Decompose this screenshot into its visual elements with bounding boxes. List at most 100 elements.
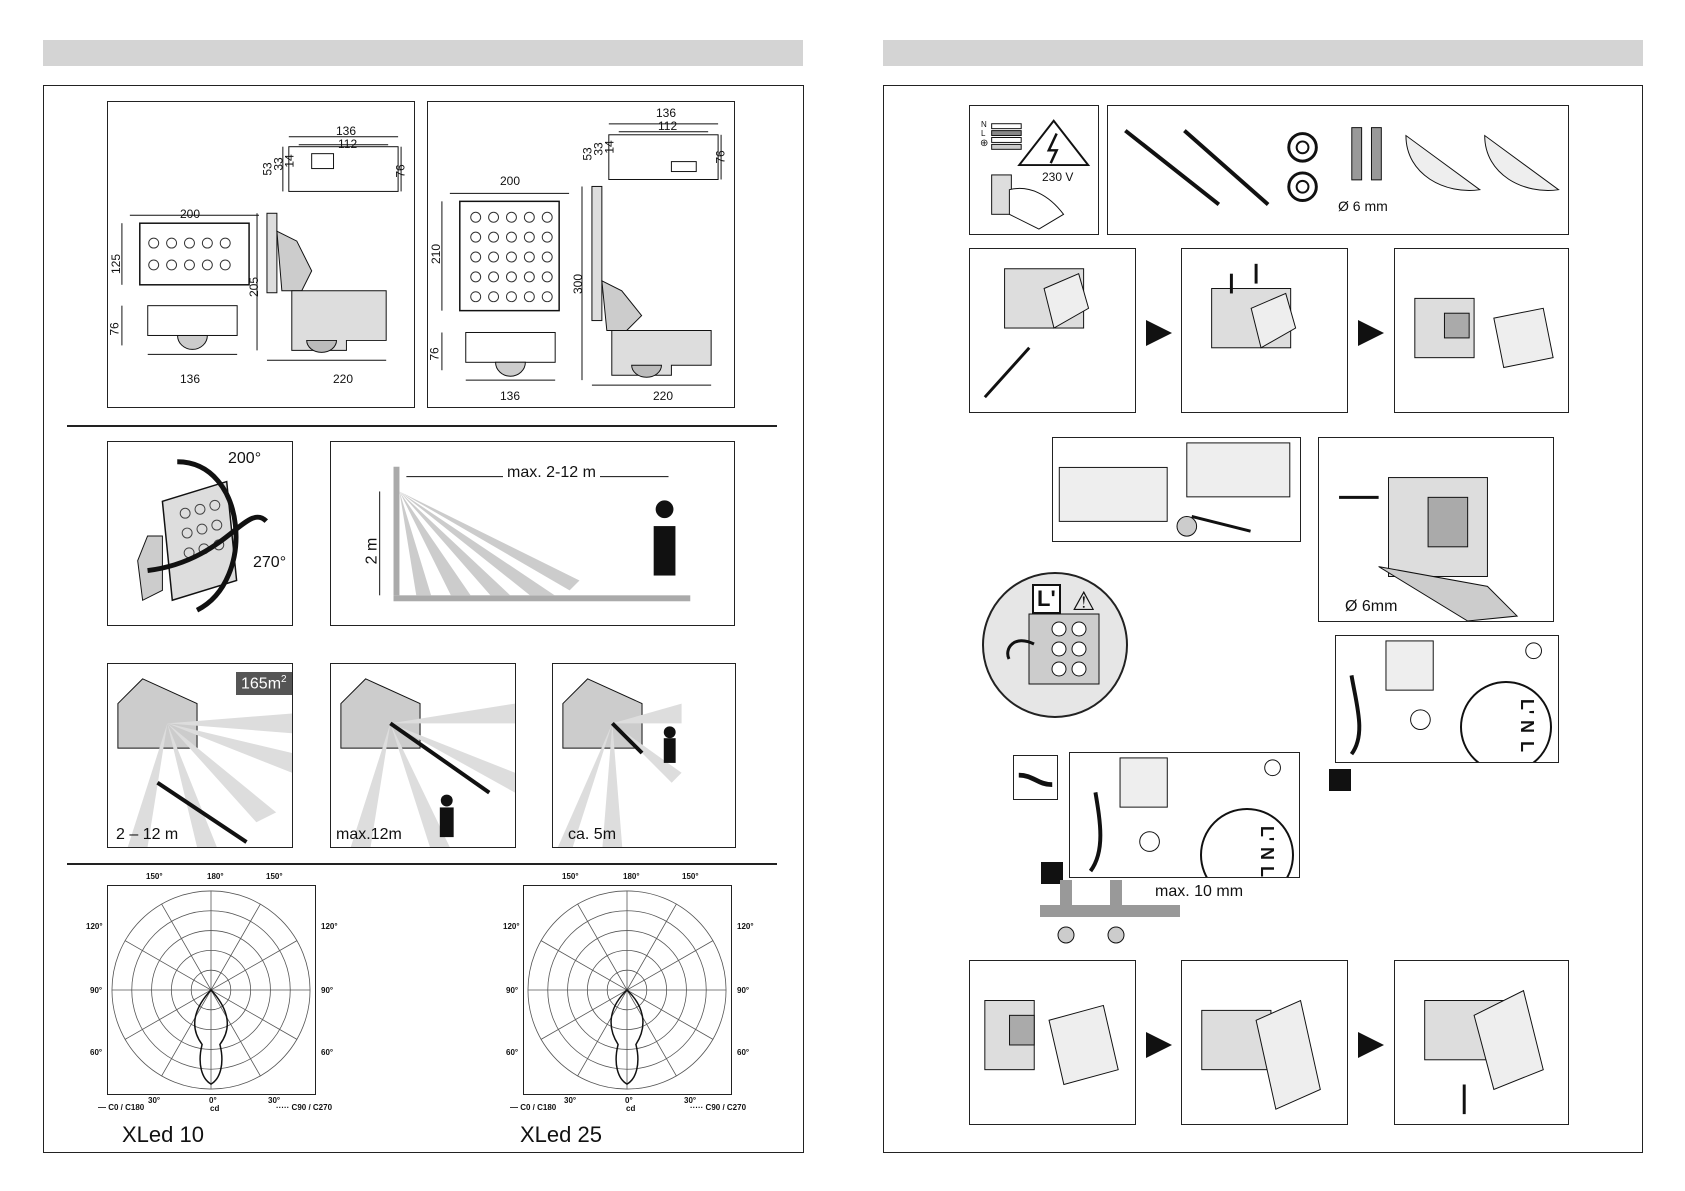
dim-mid-height: 300 (571, 273, 586, 295)
terminal-l-badge: L' (1032, 584, 1061, 614)
polar1-30-right: 30° (268, 1096, 281, 1105)
rotation-angle-200: 200° (228, 450, 262, 467)
polar2-150-right: 150° (682, 872, 699, 881)
polar1-legend-left-text: C0 / C180 (108, 1103, 145, 1112)
warning-icon: ⚠ (1072, 586, 1096, 616)
model-label-xled10: XLed 10 (122, 1122, 204, 1147)
wiring-panel-upper: L' N L (1335, 635, 1559, 763)
step-drill-mount: Ø 6mm (1318, 437, 1554, 622)
range-height-label: 2 m (363, 537, 381, 565)
polar2-legend-right: ····· C90 / C270 (690, 1103, 747, 1112)
step-remove-terminal (1394, 248, 1569, 413)
polar2-legend-right-text: C90 / C270 (705, 1103, 747, 1112)
dim-top-width: 136 (656, 106, 677, 120)
polar1-60-right: 60° (321, 1048, 334, 1057)
polar1-120-right: 120° (321, 922, 338, 931)
dim-bottom-height: 76 (427, 347, 442, 361)
coverage-panel-3: ca. 5m (552, 663, 736, 848)
dim-side-76: 76 (393, 164, 408, 178)
coverage-label-2: max.12m (336, 826, 402, 843)
polar1-0: 0° (209, 1096, 217, 1105)
step-arrow (1146, 320, 1172, 346)
polar1-legend-right-text: C90 / C270 (291, 1103, 333, 1112)
mains-label-n: N (981, 120, 987, 129)
wiring-upper-lp: L' (1517, 698, 1538, 715)
dim-bottom-height: 76 (107, 322, 122, 336)
dim-inner-width: 112 (338, 137, 358, 151)
polar2-60-right: 60° (737, 1048, 750, 1057)
step-lift-cover (1181, 248, 1348, 413)
step-fasten-screw (1394, 960, 1569, 1125)
polar2-cd: cd (626, 1104, 636, 1113)
polar2-90-left: 90° (506, 986, 519, 995)
polar1-90-left: 90° (90, 986, 103, 995)
dim-front-width: 200 (500, 174, 521, 188)
coverage-area-unit: m (267, 675, 282, 693)
dim-inner-width: 112 (658, 119, 678, 133)
polar-diagram-xled10 (107, 885, 316, 1095)
polar2-30-left: 30° (564, 1096, 577, 1105)
separator-2 (67, 863, 777, 865)
drill-size-label-2: Ø 6mm (1345, 598, 1398, 615)
step-marker-square (1329, 769, 1351, 791)
coverage-panel-1: 165m2 2 – 12 m (107, 663, 293, 848)
mains-label-l: L (981, 129, 986, 138)
step-knockout-cable (1052, 437, 1301, 542)
coverage-label-3: ca. 5m (568, 826, 617, 843)
polar1-120-left: 120° (86, 922, 103, 931)
dim-top-width: 136 (336, 124, 357, 138)
coverage-panel-2: max.12m (330, 663, 516, 848)
xled10-dimension-panel: 136 112 53 33 14 76 200 125 205 76 136 2… (107, 101, 415, 408)
safety-panel: N L ⊕ 230 V (969, 105, 1099, 235)
polar2-legend-left-text: C0 / C180 (520, 1103, 557, 1112)
step-arrow (1146, 1032, 1172, 1058)
dim-14: 14 (602, 140, 617, 154)
wiring-lower-n: N (1257, 847, 1277, 860)
range-max-label: max. 2-12 m (503, 464, 600, 482)
wiring-upper-n: N (1517, 720, 1537, 733)
polar-diagram-xled25 (523, 885, 732, 1095)
parts-panel: Ø 6 mm (1107, 105, 1569, 235)
polar1-cd: cd (210, 1104, 220, 1113)
wiring-lower-l: L (1257, 866, 1277, 877)
model-label-xled25: XLed 25 (520, 1122, 602, 1147)
polar1-150-right: 150° (266, 872, 283, 881)
polar1-180: 180° (207, 872, 224, 881)
cable-drawing (1040, 880, 1180, 944)
polar2-0: 0° (625, 1096, 633, 1105)
coverage-area-value: 165 (241, 675, 268, 693)
polar1-legend-right: ····· C90 / C270 (276, 1103, 333, 1112)
dim-depth: 220 (653, 389, 674, 403)
range-panel: max. 2-12 m 2 m (330, 441, 735, 626)
step-remove-screw (969, 248, 1136, 413)
coverage-area-badge: 165m2 (236, 672, 292, 696)
rotation-panel: 200° 270° (107, 441, 293, 626)
mains-label-earth: ⊕ (980, 138, 989, 149)
polar1-30-left: 30° (148, 1096, 161, 1105)
step-marker-square (1041, 862, 1063, 884)
polar2-120-left: 120° (503, 922, 520, 931)
dim-bottom-width: 136 (180, 372, 201, 386)
wiring-lower-lp: L' (1257, 825, 1278, 842)
cable-sheath-icon (1013, 755, 1058, 800)
left-header-bar (43, 40, 803, 66)
polar2-30-right: 30° (684, 1096, 697, 1105)
step-arrow (1358, 1032, 1384, 1058)
dim-front-height: 125 (109, 253, 124, 275)
polar1-150-left: 150° (146, 872, 163, 881)
coverage-label-1: 2 – 12 m (116, 826, 179, 843)
polar2-120-right: 120° (737, 922, 754, 931)
polar1-legend-left: — C0 / C180 (98, 1103, 145, 1112)
dim-front-height: 210 (429, 243, 444, 265)
dim-side-76: 76 (713, 150, 728, 164)
dim-14: 14 (282, 154, 297, 168)
right-page-frame (883, 85, 1643, 1153)
terminal-detail-circle: L' ⚠ (982, 572, 1128, 718)
wiring-panel-lower: L' N L (1069, 752, 1300, 878)
polar2-180: 180° (623, 872, 640, 881)
dim-depth: 220 (333, 372, 354, 386)
cable-length-label: max. 10 mm (1155, 883, 1244, 900)
step-insert-terminal (969, 960, 1136, 1125)
wiring-legend-circle-upper (1460, 681, 1552, 762)
rotation-angle-270: 270° (253, 554, 287, 571)
